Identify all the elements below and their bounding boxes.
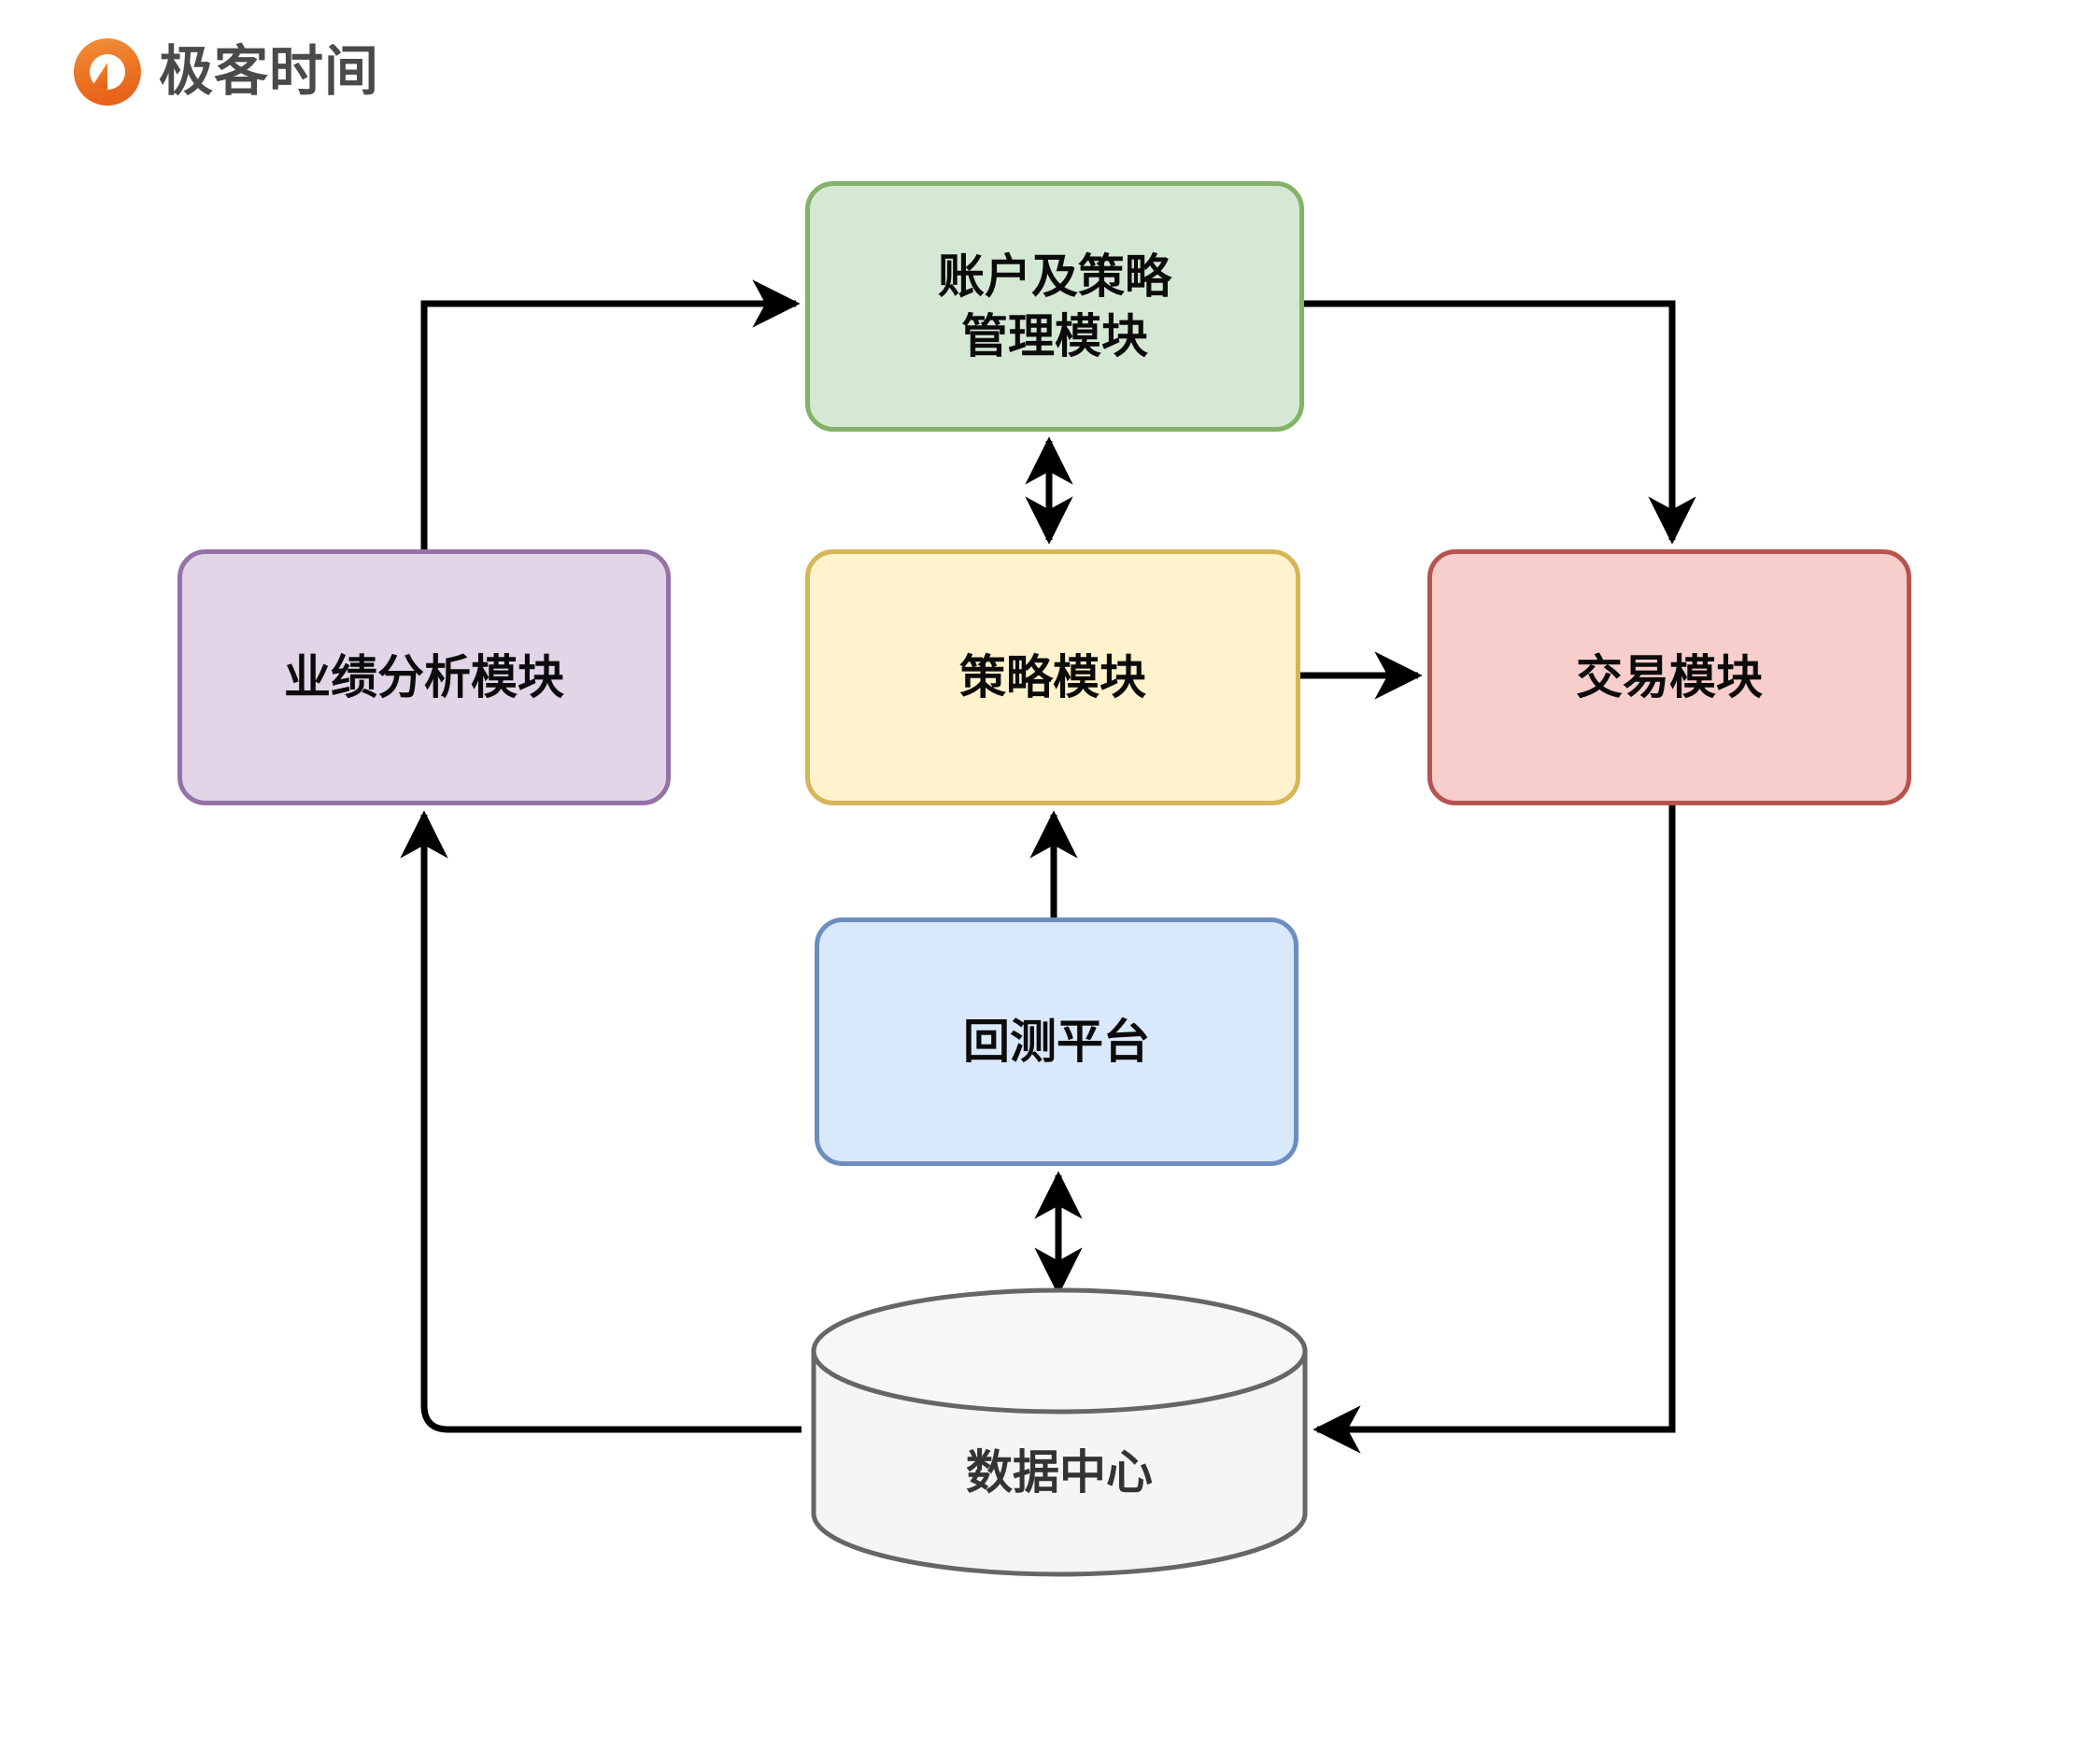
node-backtest-platform[interactable]: 回测平台	[815, 917, 1298, 1166]
edge-trade-to-datacenter	[1312, 805, 1676, 1454]
brand-name: 极客时间	[159, 41, 380, 102]
geekbang-circle-logo-icon	[73, 38, 141, 106]
edge-datacenter-to-performance	[400, 810, 802, 1433]
edge-performance-to-account	[420, 279, 801, 549]
node-data-center[interactable]: 数据中心	[811, 1287, 1308, 1577]
node-performance-analysis[interactable]: 业绩分析模块	[177, 549, 671, 805]
node-account-strategy-management[interactable]: 账户及策略 管理模块	[805, 181, 1304, 432]
node-trading-module[interactable]: 交易模块	[1427, 549, 1911, 805]
node-strategy-module[interactable]: 策略模块	[805, 549, 1300, 805]
edge-account-to-trade	[1304, 300, 1696, 545]
brand-logo: 极客时间	[73, 37, 379, 107]
cylinder-shape-icon	[811, 1287, 1308, 1577]
